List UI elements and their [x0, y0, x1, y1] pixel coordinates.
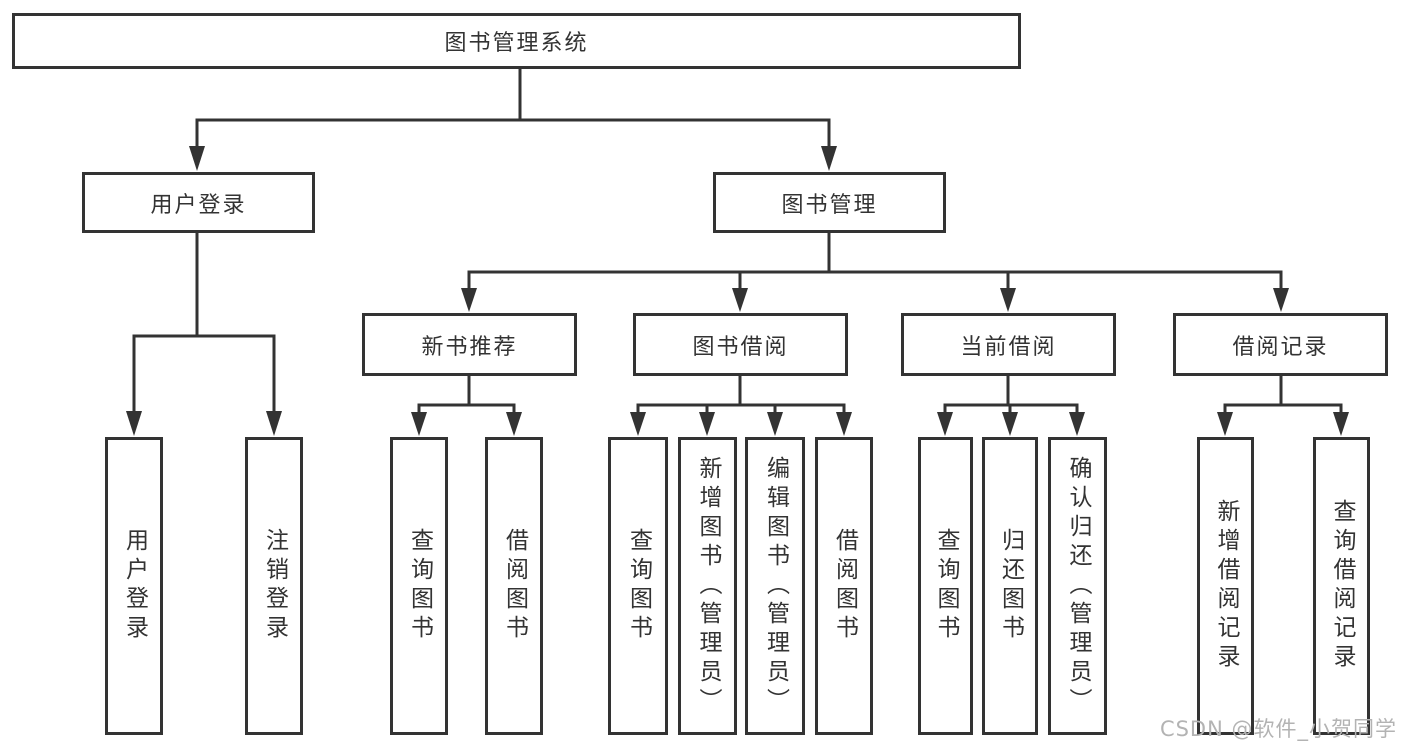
- leaf-records-add-record: 新增借阅记录: [1197, 437, 1254, 735]
- leaf-borrowing-edit-books-admin-label: 编辑图书（管理员）: [762, 455, 789, 717]
- leaf-borrowing-borrow-books-label: 借阅图书: [831, 528, 858, 644]
- leaf-borrowing-add-books-admin-label: 新增图书（管理员）: [695, 455, 721, 717]
- leaf-current-query-books: 查询图书: [918, 437, 973, 735]
- leaf-current-query-books-label: 查询图书: [933, 528, 959, 644]
- leaf-records-query-record-label: 查询借阅记录: [1329, 499, 1355, 673]
- node-new-book-recommend-label: 新书推荐: [421, 334, 518, 360]
- node-book-management: 图书管理: [713, 172, 946, 233]
- leaf-borrowing-edit-books-admin: 编辑图书（管理员）: [745, 437, 805, 735]
- leaf-user-login-label: 用户登录: [121, 528, 148, 644]
- leaf-borrowing-borrow-books: 借阅图书: [815, 437, 873, 735]
- leaf-user-login: 用户登录: [105, 437, 163, 735]
- leaf-current-confirm-return-admin-label: 确认归还（管理员）: [1065, 455, 1091, 717]
- node-current-borrowing: 当前借阅: [901, 313, 1116, 376]
- node-book-borrowing-label: 图书借阅: [692, 334, 789, 360]
- leaf-current-return-books-label: 归还图书: [997, 528, 1024, 644]
- leaf-records-add-record-label: 新增借阅记录: [1213, 499, 1239, 673]
- node-book-borrowing: 图书借阅: [633, 313, 848, 376]
- node-user-login-label: 用户登录: [150, 192, 247, 218]
- leaf-newbook-query-books-label: 查询图书: [406, 528, 433, 644]
- leaf-newbook-borrow-books-label: 借阅图书: [501, 528, 528, 644]
- leaf-borrowing-query-books-label: 查询图书: [625, 528, 652, 644]
- leaf-records-query-record: 查询借阅记录: [1313, 437, 1370, 735]
- node-current-borrowing-label: 当前借阅: [960, 334, 1057, 360]
- node-new-book-recommend: 新书推荐: [362, 313, 577, 376]
- leaf-current-return-books: 归还图书: [982, 437, 1038, 735]
- node-user-login: 用户登录: [82, 172, 315, 233]
- csdn-watermark: CSDN @软件_小贺同学: [1159, 717, 1397, 741]
- leaf-borrowing-add-books-admin: 新增图书（管理员）: [678, 437, 737, 735]
- node-borrow-records: 借阅记录: [1173, 313, 1388, 376]
- leaf-newbook-query-books: 查询图书: [390, 437, 448, 735]
- leaf-user-logout-label: 注销登录: [261, 528, 288, 644]
- leaf-newbook-borrow-books: 借阅图书: [485, 437, 543, 735]
- leaf-current-confirm-return-admin: 确认归还（管理员）: [1048, 437, 1107, 735]
- node-book-management-label: 图书管理: [781, 192, 878, 218]
- leaf-user-logout: 注销登录: [245, 437, 303, 735]
- node-library-system: 图书管理系统: [12, 13, 1021, 69]
- node-borrow-records-label: 借阅记录: [1232, 334, 1329, 360]
- leaf-borrowing-query-books: 查询图书: [608, 437, 668, 735]
- node-library-system-label: 图书管理系统: [444, 31, 589, 56]
